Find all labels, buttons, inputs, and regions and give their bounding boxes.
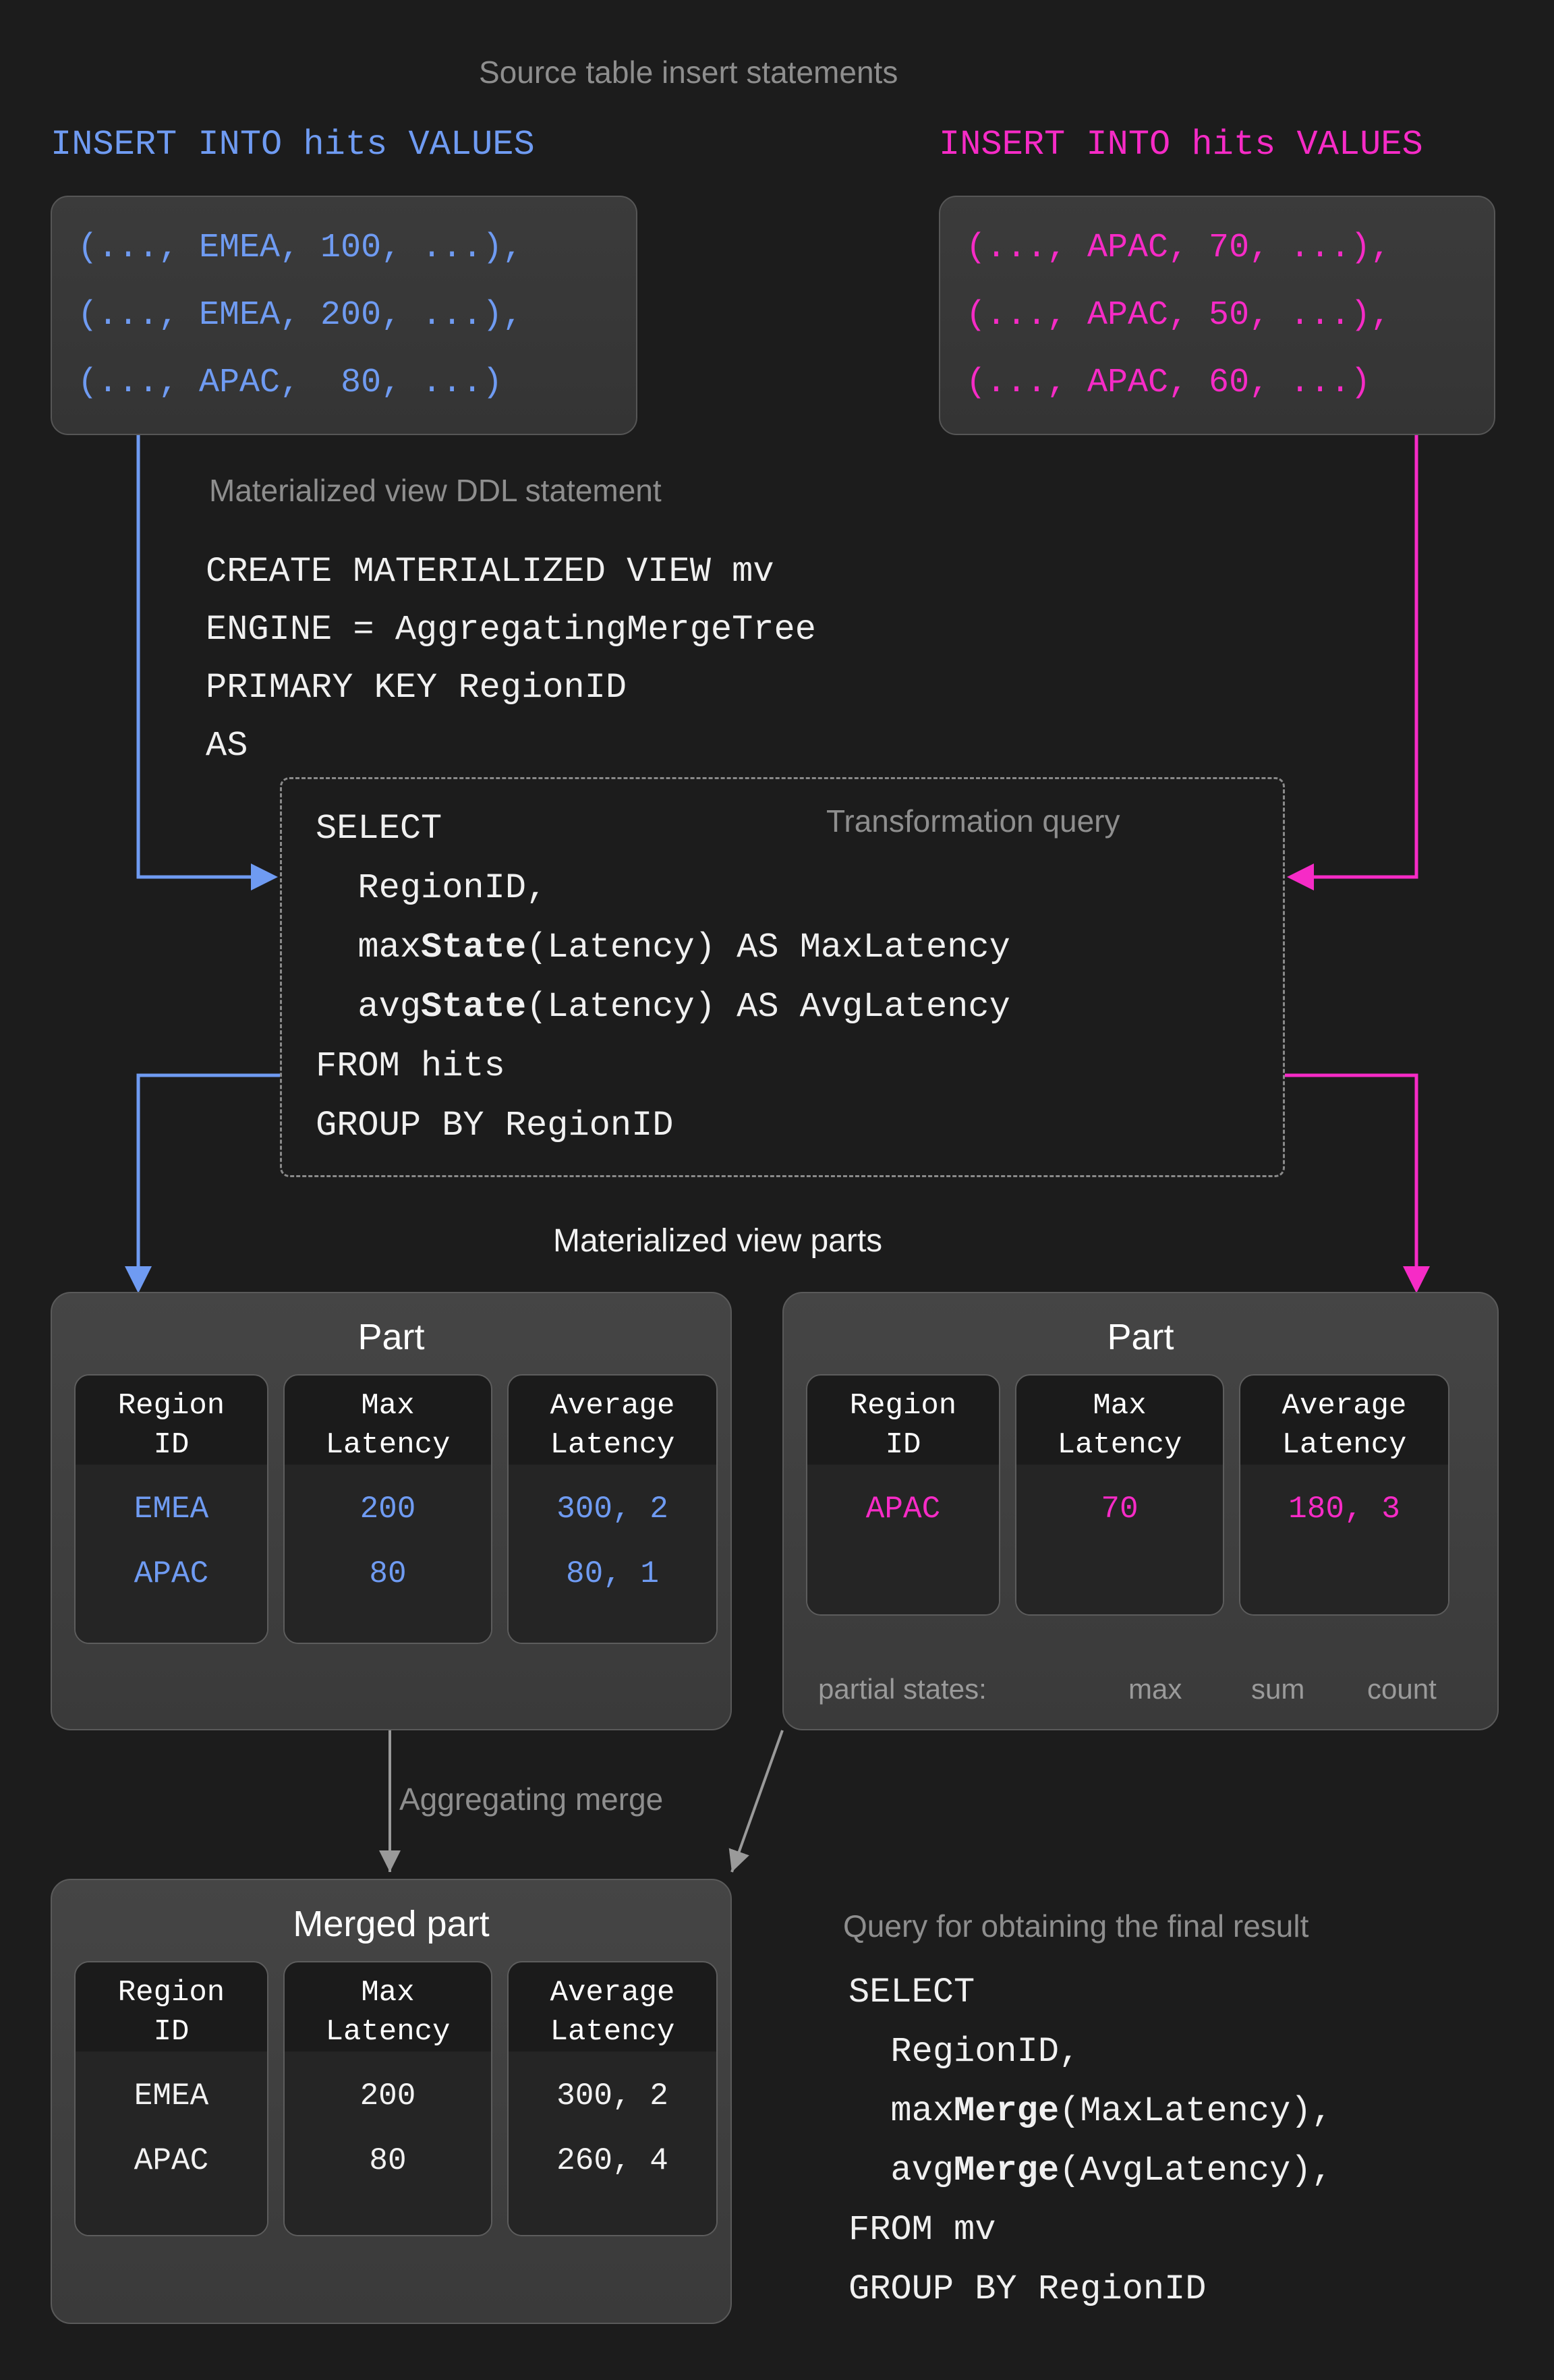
final-query-line-group: GROUP BY RegionID — [848, 2269, 1207, 2309]
final-max-prefix: max — [848, 2091, 954, 2131]
table-cell: 80 — [369, 1556, 407, 1591]
query-max-bold: State — [421, 928, 527, 967]
part-column-regionid: Region ID APAC — [806, 1374, 1000, 1616]
table-cell: 300, 2 — [556, 2078, 668, 2114]
query-avg-suffix: (Latency) AS AvgLatency — [526, 987, 1010, 1027]
mv-part-right: Part Region ID APAC Max Latency 70 Avera… — [782, 1292, 1499, 1730]
part-column-avglatency: Average Latency 180, 3 — [1239, 1374, 1449, 1616]
partial-states-label: partial states: — [818, 1673, 987, 1705]
query-avg-prefix: avg — [316, 987, 422, 1027]
insert-row: (..., APAC, 50, ...), — [966, 295, 1391, 335]
column-header: Max Latency — [1057, 1389, 1182, 1462]
connector-blue-query-to-left-part — [125, 1073, 280, 1293]
part-column-avglatency: Average Latency 300, 2 80, 1 — [507, 1374, 718, 1644]
transformation-query-block: SELECT RegionID, maxState(Latency) AS Ma… — [316, 799, 1010, 1156]
final-avg-suffix: (AvgLatency), — [1059, 2151, 1333, 2190]
column-header: Region ID — [849, 1389, 957, 1462]
table-cell: EMEA — [134, 2078, 209, 2114]
table-cell: APAC — [134, 1556, 209, 1591]
insert-row: (..., EMEA, 200, ...), — [78, 295, 523, 335]
final-avg-prefix: avg — [848, 2151, 954, 2190]
query-line-from: FROM hits — [316, 1046, 505, 1086]
insert-header-right: INSERT INTO hits VALUES — [939, 125, 1423, 165]
connector-merge-from-right-part — [728, 1730, 784, 1873]
query-line-avgstate: avgState(Latency) AS AvgLatency — [316, 978, 1010, 1037]
insert-row: (..., APAC, 60, ...) — [966, 363, 1371, 402]
query-line-select: SELECT — [316, 809, 442, 849]
query-max-prefix: max — [316, 928, 422, 967]
final-query-line-regionid: RegionID, — [848, 2032, 1081, 2072]
ddl-line: AS — [206, 726, 248, 766]
heading-transformation-query: Transformation query — [826, 803, 1120, 839]
insert-row: (..., EMEA, 100, ...), — [78, 228, 523, 267]
table-cell: 70 — [1101, 1492, 1139, 1527]
table-cell: APAC — [865, 1492, 941, 1527]
column-header: Average Latency — [550, 1976, 675, 2049]
query-line-regionid: RegionID, — [316, 868, 548, 908]
merged-column-maxlatency: Max Latency 200 80 — [283, 1961, 492, 2236]
transformation-query-box — [280, 777, 1285, 1177]
merged-part-title: Merged part — [293, 1904, 490, 1944]
ddl-line: ENGINE = AggregatingMergeTree — [206, 610, 816, 650]
table-cell: 80 — [369, 2143, 407, 2178]
table-cell: 200 — [359, 2078, 416, 2114]
query-line-group: GROUP BY RegionID — [316, 1106, 674, 1145]
table-cell: 180, 3 — [1288, 1492, 1400, 1527]
insert-row: (..., APAC, 70, ...), — [966, 228, 1391, 267]
insert-row: (..., APAC, 80, ...) — [78, 363, 503, 402]
final-query-line-from: FROM mv — [848, 2210, 996, 2250]
part-column-regionid: Region ID EMEA APAC — [74, 1374, 268, 1644]
part-title: Part — [1107, 1317, 1174, 1357]
final-query-block: SELECT RegionID, maxMerge(MaxLatency), a… — [848, 1963, 1333, 2319]
column-header: Region ID — [117, 1389, 225, 1462]
heading-source-inserts: Source table insert statements — [479, 55, 898, 90]
partial-states-count: count — [1367, 1673, 1437, 1705]
ddl-line: CREATE MATERIALIZED VIEW mv — [206, 552, 774, 592]
heading-mv-parts: Materialized view parts — [553, 1223, 883, 1259]
column-header: Average Latency — [1282, 1389, 1407, 1462]
ddl-line: PRIMARY KEY RegionID — [206, 668, 627, 708]
insert-values-card-right: (..., APAC, 70, ...), (..., APAC, 50, ..… — [939, 196, 1495, 435]
column-header: Average Latency — [550, 1389, 675, 1462]
part-column-maxlatency: Max Latency 70 — [1015, 1374, 1224, 1616]
heading-final-query: Query for obtaining the final result — [843, 1908, 1309, 1944]
partial-states-max: max — [1128, 1673, 1182, 1705]
merged-column-regionid: Region ID EMEA APAC — [74, 1961, 268, 2236]
merged-part: Merged part Region ID EMEA APAC Max Late… — [51, 1879, 732, 2324]
heading-aggregating-merge: Aggregating merge — [399, 1782, 664, 1817]
heading-mv-ddl: Materialized view DDL statement — [209, 473, 662, 508]
connector-pink-insert-to-query — [1287, 435, 1418, 890]
query-max-suffix: (Latency) AS MaxLatency — [526, 928, 1010, 967]
table-cell: EMEA — [134, 1492, 209, 1527]
table-cell: 80, 1 — [565, 1556, 660, 1591]
final-avg-bold: Merge — [954, 2151, 1060, 2190]
final-max-suffix: (MaxLatency), — [1059, 2091, 1333, 2131]
final-query-line-select: SELECT — [848, 1973, 975, 2012]
column-header: Max Latency — [325, 1976, 451, 2049]
part-column-maxlatency: Max Latency 200 80 — [283, 1374, 492, 1644]
final-query-line-avgmerge: avgMerge(AvgLatency), — [848, 2141, 1333, 2201]
query-line-maxstate: maxState(Latency) AS MaxLatency — [316, 918, 1010, 978]
part-title: Part — [357, 1317, 425, 1357]
column-header: Region ID — [117, 1976, 225, 2049]
connector-pink-query-to-right-part — [1285, 1073, 1430, 1293]
partial-states-sum: sum — [1251, 1673, 1305, 1705]
table-cell: 300, 2 — [556, 1492, 668, 1527]
ddl-statement-block: CREATE MATERIALIZED VIEW mv ENGINE = Agg… — [206, 543, 816, 775]
final-max-bold: Merge — [954, 2091, 1060, 2131]
column-header: Max Latency — [325, 1389, 451, 1462]
query-avg-bold: State — [421, 987, 527, 1027]
insert-header-left: INSERT INTO hits VALUES — [51, 125, 535, 165]
insert-values-card-left: (..., EMEA, 100, ...), (..., EMEA, 200, … — [51, 196, 637, 435]
final-query-line-maxmerge: maxMerge(MaxLatency), — [848, 2082, 1333, 2141]
table-cell: 260, 4 — [556, 2143, 668, 2178]
mv-part-left: Part Region ID EMEA APAC Max Latency 200… — [51, 1292, 732, 1730]
table-cell: 200 — [359, 1492, 416, 1527]
table-cell: APAC — [134, 2143, 209, 2178]
merged-column-avglatency: Average Latency 300, 2 260, 4 — [507, 1961, 718, 2236]
